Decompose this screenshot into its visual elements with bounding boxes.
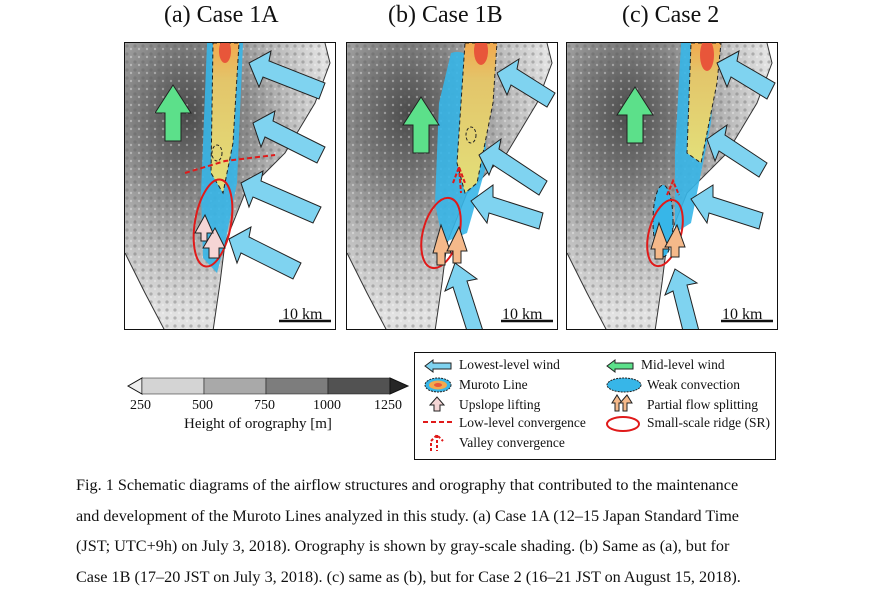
legend-weak-convection: Weak convection xyxy=(647,377,740,392)
splitting-icon xyxy=(611,394,633,412)
valley-convergence xyxy=(666,178,680,196)
legend-mid-wind: Mid-level wind xyxy=(641,357,725,372)
muroto-line-icon xyxy=(424,377,452,393)
lowest-level-wind xyxy=(716,50,776,100)
legend-splitting: Partial flow splitting xyxy=(647,397,758,412)
panel-b-scale-label: 10 km xyxy=(502,306,543,323)
panel-a-map xyxy=(124,42,336,330)
panel-c-scale-label: 10 km xyxy=(722,306,763,323)
legend-muroto-line: Muroto Line xyxy=(459,377,528,392)
lowest-level-wind xyxy=(496,57,556,108)
colorbar-tick: 1250 xyxy=(374,398,402,413)
mid-wind-icon xyxy=(606,359,634,373)
lowest-level-wind xyxy=(248,50,326,100)
muroto-line xyxy=(456,43,498,194)
orography-colorbar xyxy=(126,376,410,436)
legend-upslope: Upslope lifting xyxy=(459,397,541,412)
colorbar-segment xyxy=(203,377,267,395)
caption-line: Fig. 1 Schematic diagrams of the airflow… xyxy=(76,476,739,494)
valley-conv-icon xyxy=(430,433,444,451)
panel-c-map xyxy=(566,42,778,330)
low-level-convergence xyxy=(184,154,276,174)
partial-flow-splitting xyxy=(650,221,670,260)
colorbar-segment xyxy=(265,377,329,395)
colorbar-segment xyxy=(141,377,205,395)
legend-valley-conv: Valley convergence xyxy=(459,435,565,450)
legend-ridge: Small-scale ridge (SR) xyxy=(647,415,770,430)
panel-a-scale-label: 10 km xyxy=(282,306,323,323)
mid-level-wind xyxy=(616,86,654,144)
low-conv-icon xyxy=(423,421,453,423)
legend-lowest-wind: Lowest-level wind xyxy=(459,357,560,372)
weak-convection-icon xyxy=(606,377,642,393)
figure-caption: Fig. 1 Schematic diagrams of the airflow… xyxy=(76,470,828,592)
lowest-wind-icon xyxy=(424,359,452,373)
valley-convergence xyxy=(452,164,466,194)
colorbar-tick: 750 xyxy=(254,398,275,413)
partial-flow-splitting xyxy=(432,223,452,266)
colorbar-tick: 1000 xyxy=(313,398,341,413)
mid-level-wind xyxy=(154,84,192,142)
coastline xyxy=(212,43,331,329)
ridge-icon xyxy=(606,416,640,432)
legend: Lowest-level wind Mid-level wind Muroto … xyxy=(414,352,776,460)
caption-line: and development of the Muroto Lines anal… xyxy=(76,506,739,525)
panel-b-title: (b) Case 1B xyxy=(388,2,503,28)
small-scale-ridge xyxy=(192,178,234,268)
colorbar-tick: 250 xyxy=(130,398,151,413)
caption-line: (JST; UTC+9h) on July 3, 2018). Orograph… xyxy=(76,537,730,555)
muroto-line xyxy=(210,43,240,195)
muroto-line xyxy=(686,43,722,164)
panel-c-title: (c) Case 2 xyxy=(622,2,720,28)
mid-level-wind xyxy=(402,96,440,154)
panel-a-title: (a) Case 1A xyxy=(164,2,279,28)
colorbar-tick: 500 xyxy=(192,398,213,413)
upslope-lifting xyxy=(202,226,226,259)
caption-line: Case 1B (17–20 JST on July 3, 2018). (c)… xyxy=(76,567,741,586)
panel-b-map xyxy=(346,42,558,330)
colorbar-title: Height of orography [m] xyxy=(184,416,332,432)
legend-low-conv: Low-level convergence xyxy=(459,415,586,430)
colorbar-segment xyxy=(327,377,391,395)
upslope-icon xyxy=(428,396,446,412)
